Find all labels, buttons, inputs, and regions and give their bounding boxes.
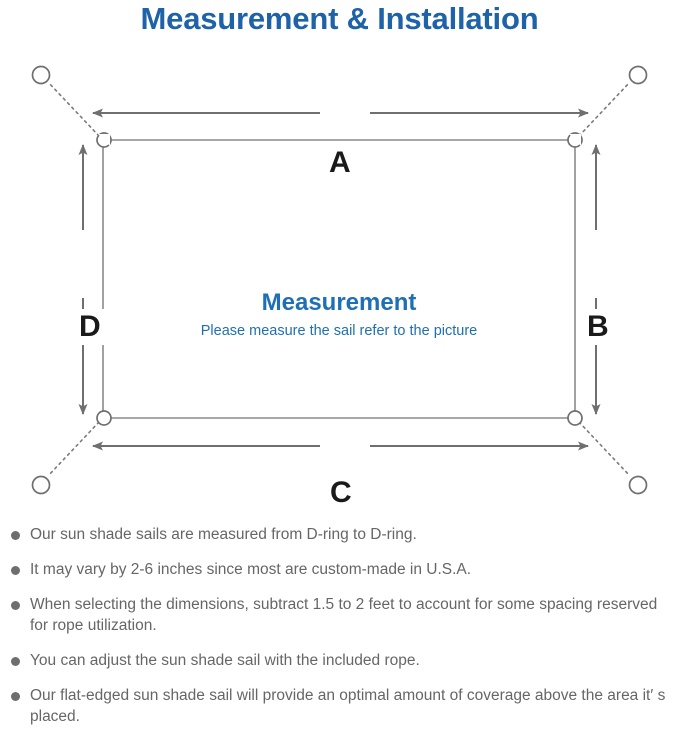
d-ring-icon [567, 410, 583, 426]
bullet-icon [11, 566, 20, 575]
sail-rectangle [102, 139, 576, 419]
anchor-ring-icon [628, 475, 648, 495]
d-ring-icon [96, 410, 112, 426]
bullet-icon [11, 531, 20, 540]
dimension-label-c: C [321, 475, 361, 511]
note-text: Our sun shade sails are measured from D-… [30, 526, 417, 543]
rope-line-icon [47, 81, 100, 137]
list-item: Our flat-edged sun shade sail will provi… [0, 685, 679, 727]
anchor-ring-icon [628, 65, 648, 85]
anchor-ring-icon [31, 65, 51, 85]
page-title: Measurement & Installation [140, 1, 539, 36]
bullet-icon [11, 601, 20, 610]
bullet-icon [11, 657, 20, 666]
note-text: You can adjust the sun shade sail with t… [30, 652, 420, 669]
bullet-icon [11, 692, 20, 701]
rope-line-icon [47, 421, 100, 477]
dimension-label-d: D [70, 309, 110, 345]
anchor-ring-icon [31, 475, 51, 495]
dimension-label-a: A [320, 145, 360, 181]
measurement-diagram-svg [31, 65, 648, 495]
note-text: It may vary by 2-6 inches since most are… [30, 561, 472, 578]
list-item: You can adjust the sun shade sail with t… [0, 650, 679, 671]
list-item: It may vary by 2-6 inches since most are… [0, 559, 679, 580]
notes-list: Our sun shade sails are measured from D-… [0, 524, 679, 727]
measurement-diagram: A B C D Measurement Please measure the s… [0, 48, 679, 518]
rope-line-icon [578, 81, 631, 137]
note-text: Our flat-edged sun shade sail will provi… [30, 687, 666, 725]
rope-line-icon [578, 421, 631, 477]
list-item: Our sun shade sails are measured from D-… [0, 524, 679, 545]
note-text: When selecting the dimensions, subtract … [30, 596, 658, 634]
list-item: When selecting the dimensions, subtract … [0, 594, 679, 636]
dimension-label-b: B [578, 309, 618, 345]
